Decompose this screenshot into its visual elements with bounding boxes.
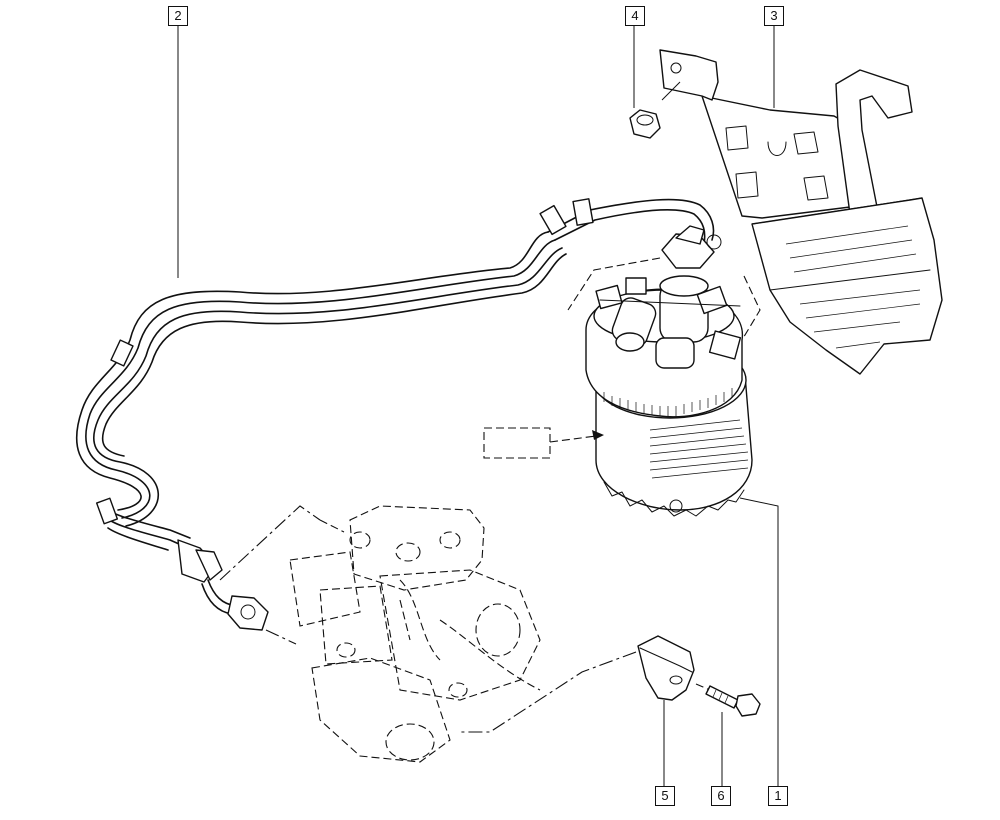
mounting-bracket (659, 49, 943, 375)
line-connector-upper (661, 225, 722, 269)
assembly-dashed-link-top (567, 257, 761, 341)
callout-3-label: 3 (770, 8, 778, 23)
small-bracket-part-5 (637, 635, 695, 701)
callout-2: 2 (168, 6, 188, 26)
optional-part-placeholder (483, 427, 604, 459)
assembly-link-pump-lower (265, 629, 297, 645)
callout-6: 6 (711, 786, 731, 806)
assembly-link-bracket (460, 651, 637, 733)
callout-3: 3 (764, 6, 784, 26)
line-connector-lower (177, 539, 269, 631)
callout-1-label: 1 (774, 788, 782, 803)
fuel-lines (75, 198, 715, 551)
callout-5: 5 (655, 786, 675, 806)
leader-lines (177, 25, 779, 788)
callout-6-label: 6 (717, 788, 725, 803)
injection-pump-outline (289, 505, 541, 763)
callout-2-label: 2 (174, 8, 182, 23)
nut-part-4 (629, 109, 661, 139)
callout-5-label: 5 (661, 788, 669, 803)
callout-4: 4 (625, 6, 645, 26)
bolt-part-6 (695, 683, 761, 717)
callout-1: 1 (768, 786, 788, 806)
fuel-filter (585, 275, 753, 517)
callout-4-label: 4 (631, 8, 639, 23)
assembly-link-pump-left (219, 505, 321, 581)
